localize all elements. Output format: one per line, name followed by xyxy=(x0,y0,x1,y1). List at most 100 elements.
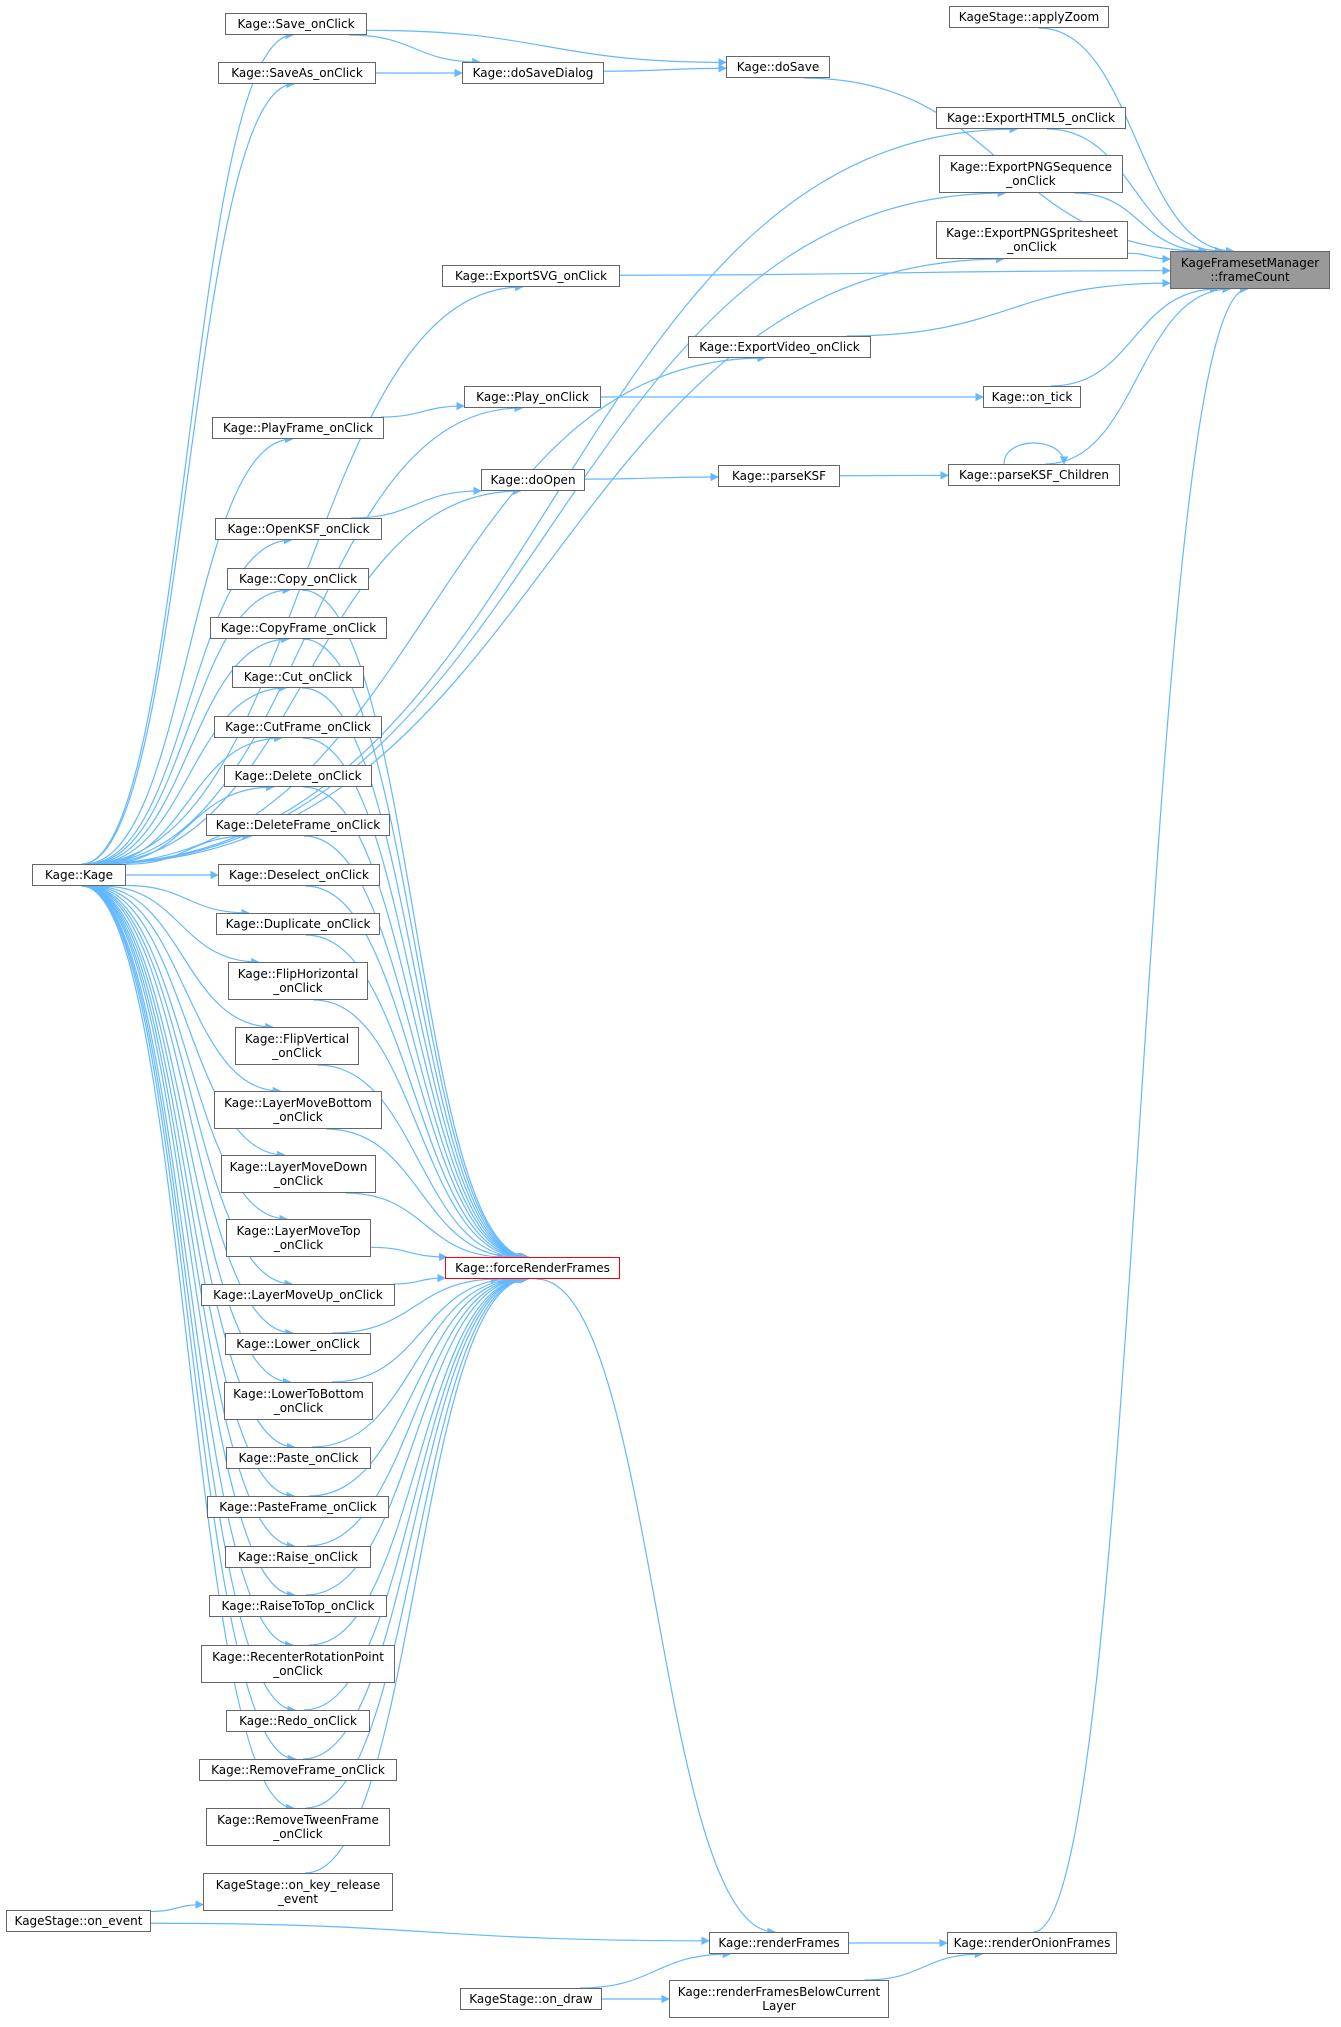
node-removeTween[interactable]: Kage::RemoveTweenFrame_onClick xyxy=(206,1808,390,1846)
node-layerTop[interactable]: Kage::LayerMoveTop_onClick xyxy=(226,1219,371,1257)
edge-kage-to-saveAsOnClick xyxy=(81,79,295,865)
edge-onDraw-to-renderFrames xyxy=(579,1949,732,1989)
edge-kage-to-removeFrame xyxy=(81,885,297,1764)
node-applyZoom[interactable]: KageStage::applyZoom xyxy=(949,6,1109,28)
edge-doOpen-to-parseKSF xyxy=(584,472,719,482)
edge-layerDown-to-forceRender xyxy=(345,1192,506,1262)
node-layerUp[interactable]: Kage::LayerMoveUp_onClick xyxy=(201,1284,395,1306)
node-forceRender[interactable]: Kage::forceRenderFrames xyxy=(445,1257,620,1279)
edge-flipV-to-forceRender xyxy=(317,1064,522,1262)
node-redo[interactable]: Kage::Redo_onClick xyxy=(226,1710,370,1732)
node-exportPNGSprite[interactable]: Kage::ExportPNGSpritesheet_onClick xyxy=(936,221,1128,259)
node-exportVideo[interactable]: Kage::ExportVideo_onClick xyxy=(688,336,871,358)
node-onTick[interactable]: Kage::on_tick xyxy=(983,386,1081,408)
node-flipH[interactable]: Kage::FlipHorizontal_onClick xyxy=(228,962,368,1000)
node-pasteFrame[interactable]: Kage::PasteFrame_onClick xyxy=(207,1496,389,1518)
node-parseKSF[interactable]: Kage::parseKSF xyxy=(718,465,840,487)
node-lower[interactable]: Kage::Lower_onClick xyxy=(225,1333,371,1355)
node-onEvent[interactable]: KageStage::on_event xyxy=(6,1910,151,1932)
edge-exportPNGSeq-to-frameCount xyxy=(1074,192,1208,256)
edge-kage-to-duplicate xyxy=(125,884,250,918)
node-lowerBottom[interactable]: Kage::LowerToBottom_onClick xyxy=(224,1382,373,1420)
edge-parseKSFChildren-to-frameCount xyxy=(1045,284,1231,465)
node-raiseTop[interactable]: Kage::RaiseToTop_onClick xyxy=(209,1595,387,1617)
node-layerDown[interactable]: Kage::LayerMoveDown_onClick xyxy=(221,1155,376,1193)
node-saveAsOnClick[interactable]: Kage::SaveAs_onClick xyxy=(218,62,376,84)
edge-renderBelow-to-renderOnion xyxy=(864,1949,984,1981)
node-exportSVG[interactable]: Kage::ExportSVG_onClick xyxy=(442,265,620,287)
edge-exportHTML5-to-frameCount xyxy=(1046,128,1224,256)
edge-onEvent-to-renderFrames xyxy=(150,1922,710,1945)
node-kage[interactable]: Kage::Kage xyxy=(32,864,126,886)
node-cutFrame[interactable]: Kage::CutFrame_onClick xyxy=(214,716,382,738)
node-raise[interactable]: Kage::Raise_onClick xyxy=(225,1546,371,1568)
node-doSaveDialog[interactable]: Kage::doSaveDialog xyxy=(462,62,604,84)
edge-deleteFrame-to-forceRender xyxy=(303,835,528,1262)
edge-kage-to-copy xyxy=(87,585,291,865)
edge-layerUp-to-forceRender xyxy=(393,1273,446,1285)
edge-delete-to-forceRender xyxy=(303,786,529,1262)
node-doOpen[interactable]: Kage::doOpen xyxy=(481,469,585,491)
edge-kage-to-layerBottom xyxy=(89,885,282,1096)
node-delete[interactable]: Kage::Delete_onClick xyxy=(224,765,372,787)
node-renderOnion[interactable]: Kage::renderOnionFrames xyxy=(947,1932,1117,1954)
node-deselect[interactable]: Kage::Deselect_onClick xyxy=(218,864,380,886)
node-doSave[interactable]: Kage::doSave xyxy=(726,56,830,78)
edge-kage-to-copyFrame xyxy=(88,634,290,865)
edge-openKSF-to-doOpen xyxy=(351,486,482,519)
node-exportPNGSeq[interactable]: Kage::ExportPNGSequence_onClick xyxy=(939,155,1123,193)
edge-parseKSFChildren-to-parseKSFChildren xyxy=(1003,442,1069,465)
edge-paste-to-forceRender xyxy=(312,1274,520,1448)
edge-onEvent-to-keyRelease xyxy=(150,1900,204,1913)
edge-kage-to-delete xyxy=(103,782,275,865)
edge-raiseTop-to-forceRender xyxy=(305,1274,526,1596)
edge-kage-to-cut xyxy=(91,683,287,865)
edge-lower-to-forceRender xyxy=(331,1274,500,1334)
edge-playFrame-to-playOnClick xyxy=(381,401,465,418)
node-removeFrame[interactable]: Kage::RemoveFrame_onClick xyxy=(199,1759,397,1781)
node-renderFrames[interactable]: Kage::renderFrames xyxy=(709,1932,849,1954)
edge-doSaveDialog-to-doSave xyxy=(603,64,727,73)
edge-kage-to-lower xyxy=(84,885,294,1338)
node-cut[interactable]: Kage::Cut_onClick xyxy=(232,666,364,688)
edge-onTick-to-frameCount xyxy=(1050,284,1219,387)
node-copyFrame[interactable]: Kage::CopyFrame_onClick xyxy=(210,617,387,639)
edge-redo-to-forceRender xyxy=(303,1274,528,1711)
edge-kage-to-layerUp xyxy=(84,885,294,1289)
edge-flipH-to-forceRender xyxy=(313,999,525,1262)
edge-recenter-to-forceRender xyxy=(309,1274,527,1646)
edge-kage-to-deleteFrame xyxy=(125,831,251,865)
node-frameCount[interactable]: KageFramesetManager::frameCount xyxy=(1170,251,1330,289)
edge-kage-to-layerDown xyxy=(87,885,286,1160)
edge-layerTop-to-forceRender xyxy=(370,1246,448,1262)
edge-kage-to-layerTop xyxy=(85,885,288,1224)
edge-applyZoom-to-frameCount xyxy=(1038,27,1235,256)
node-keyRelease[interactable]: KageStage::on_key_release_event xyxy=(203,1873,393,1911)
node-playFrame[interactable]: Kage::PlayFrame_onClick xyxy=(212,417,384,439)
node-flipV[interactable]: Kage::FlipVertical_onClick xyxy=(235,1027,359,1065)
node-onDraw[interactable]: KageStage::on_draw xyxy=(460,1988,602,2010)
edge-layerBottom-to-forceRender xyxy=(326,1128,518,1262)
node-saveOnClick[interactable]: Kage::Save_onClick xyxy=(225,13,367,35)
node-paste[interactable]: Kage::Paste_onClick xyxy=(226,1447,371,1469)
node-playOnClick[interactable]: Kage::Play_onClick xyxy=(464,386,601,408)
edge-exportVideo-to-frameCount xyxy=(846,278,1171,337)
node-duplicate[interactable]: Kage::Duplicate_onClick xyxy=(216,913,380,935)
edge-exportSVG-to-frameCount xyxy=(619,266,1171,276)
edge-kage-to-openKSF xyxy=(85,535,293,865)
edge-pasteFrame-to-forceRender xyxy=(308,1274,523,1497)
node-recenter[interactable]: Kage::RecenterRotationPoint_onClick xyxy=(201,1645,395,1683)
node-layerBottom[interactable]: Kage::LayerMoveBottom_onClick xyxy=(214,1091,382,1129)
edge-kage-to-flipH xyxy=(101,885,260,967)
node-deleteFrame[interactable]: Kage::DeleteFrame_onClick xyxy=(206,814,390,836)
node-copy[interactable]: Kage::Copy_onClick xyxy=(227,568,369,590)
node-openKSF[interactable]: Kage::OpenKSF_onClick xyxy=(215,518,382,540)
edge-kage-to-flipV xyxy=(93,885,274,1032)
edge-removeFrame-to-forceRender xyxy=(303,1274,529,1760)
node-exportHTML5[interactable]: Kage::ExportHTML5_onClick xyxy=(936,107,1126,129)
node-parseKSFChildren[interactable]: Kage::parseKSF_Children xyxy=(948,464,1120,486)
edge-deselect-to-forceRender xyxy=(305,885,527,1262)
edge-kage-to-exportVideo xyxy=(93,353,766,865)
